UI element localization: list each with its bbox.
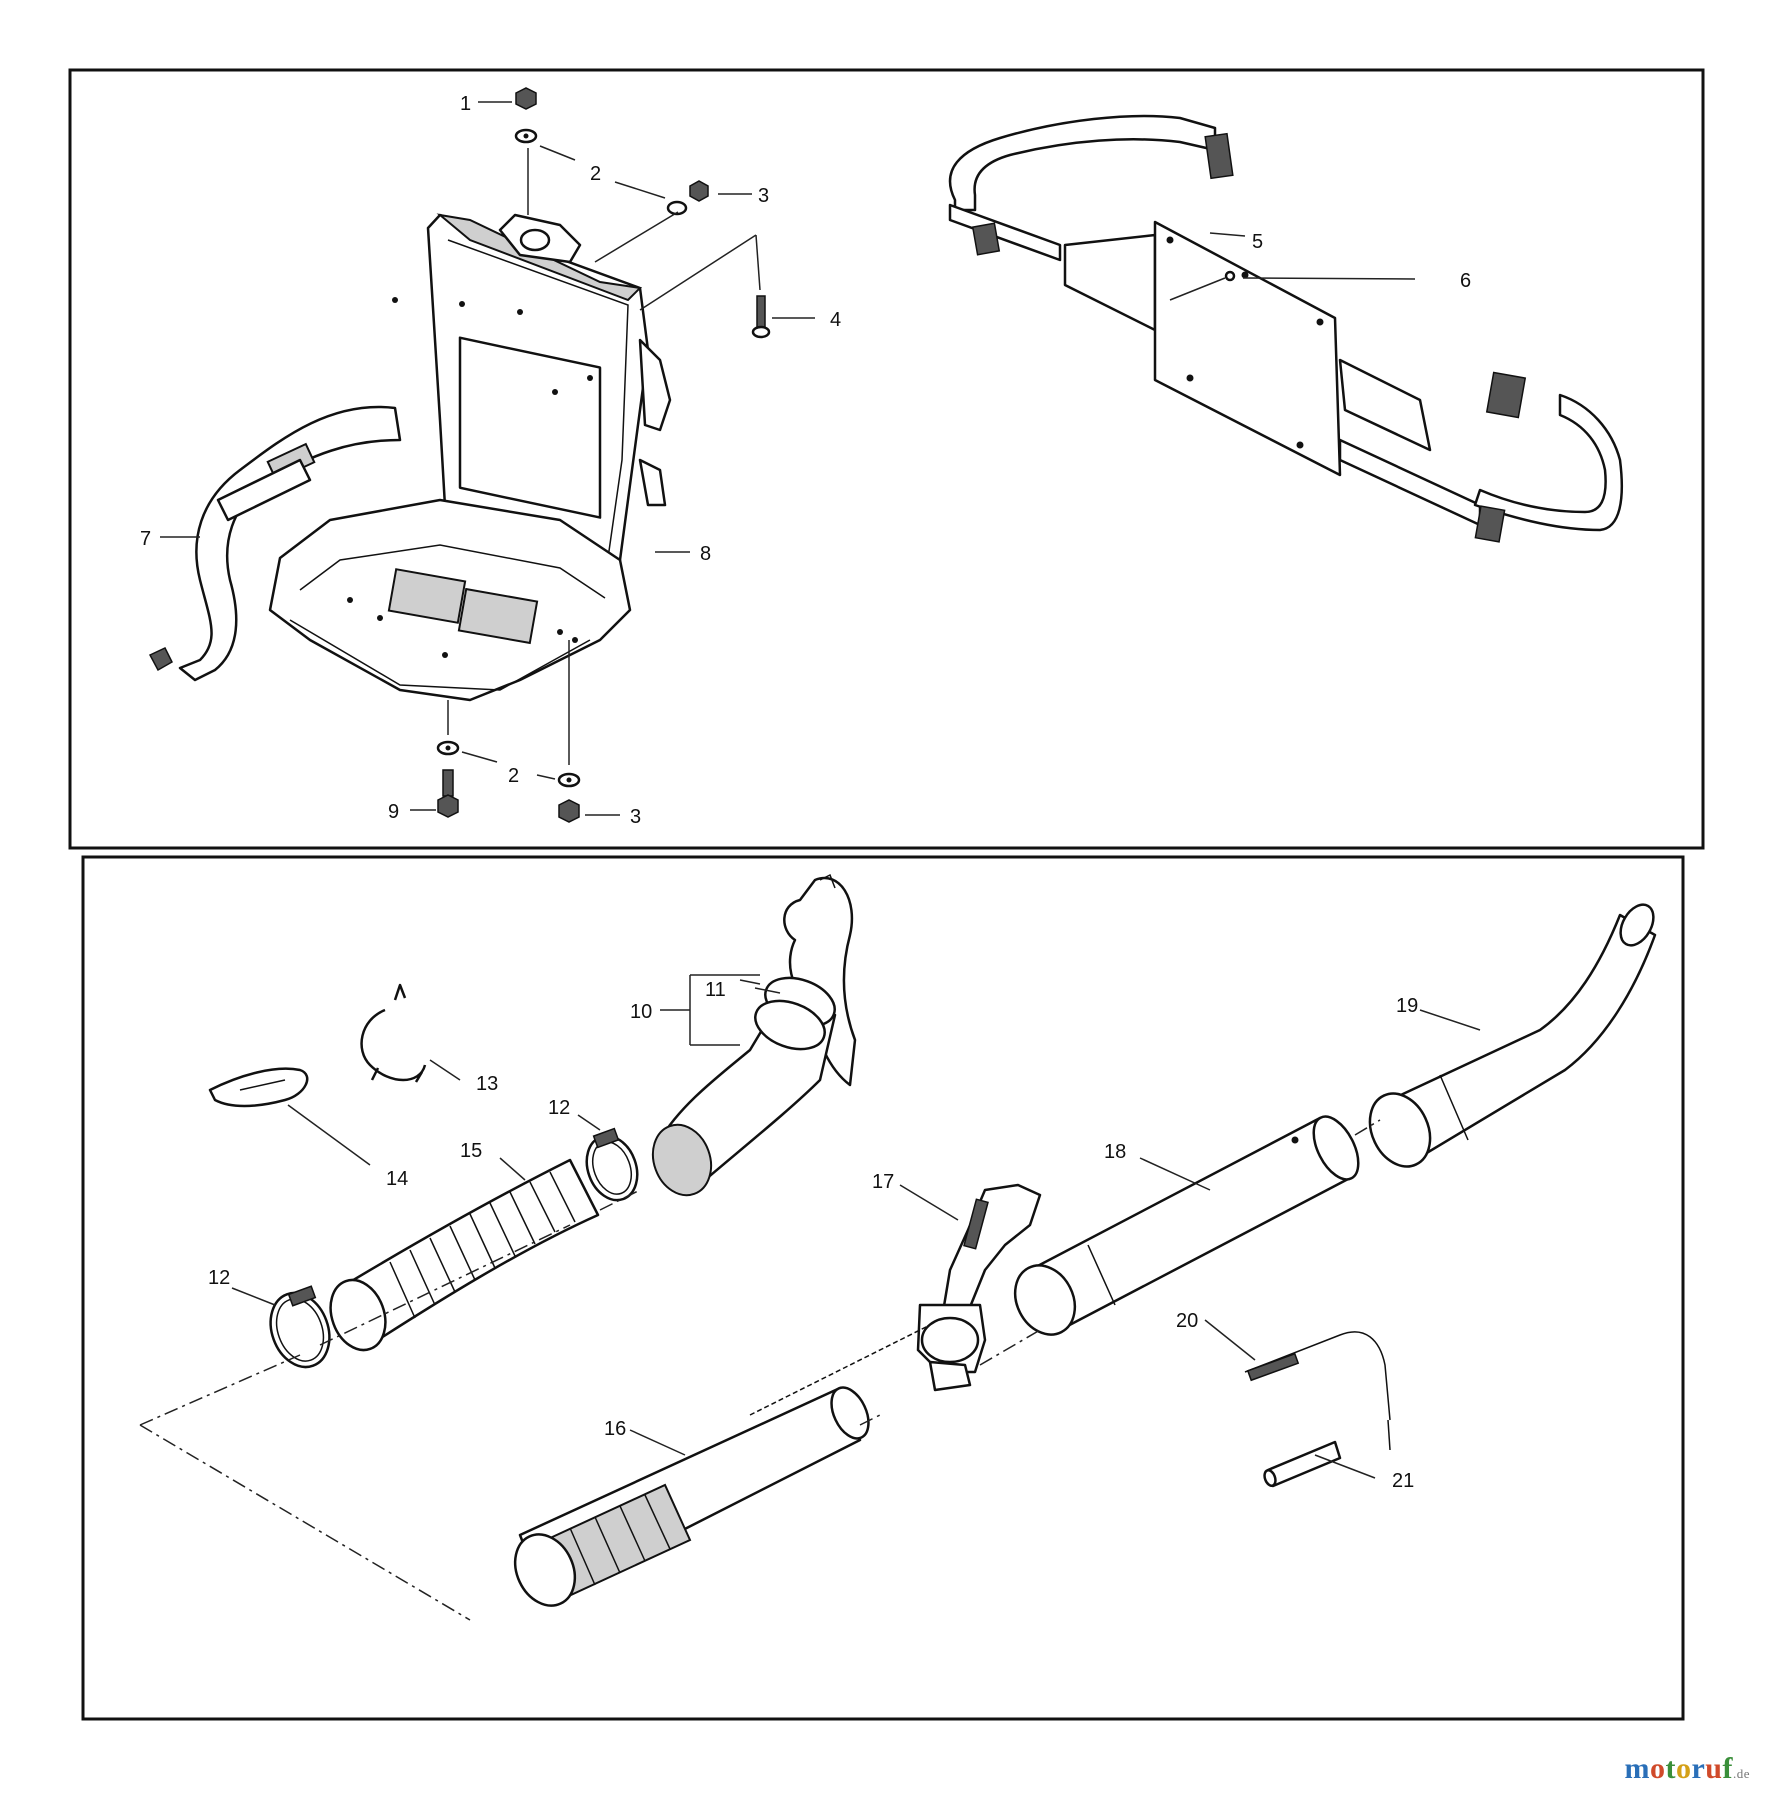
watermark-letter: f [1722,1752,1733,1785]
watermark-letter: u [1705,1752,1723,1785]
callout-15: 15 [460,1140,482,1162]
callout-5: 5 [1252,231,1263,253]
flex-hose [329,1158,600,1352]
callout-3: 3 [758,185,769,207]
elbow-pipe [651,974,837,1197]
callout-9: 9 [388,801,399,823]
callout-3-lower: 3 [630,806,641,828]
throttle-handle [916,1183,1042,1392]
shoulder-strap [148,405,402,682]
callout-8: 8 [700,543,711,565]
grip-pipe [513,1324,931,1607]
callout-2: 2 [590,163,601,185]
watermark-logo: motoruf.de [1624,1752,1750,1786]
nozzle-pipe [1368,903,1657,1168]
watermark-letter: r [1691,1752,1706,1785]
callout-16: 16 [604,1418,626,1440]
hardware-bottom [436,640,581,823]
hardware-top [514,87,771,339]
watermark-letter: m [1624,1752,1650,1785]
watermark-letter: t [1665,1752,1676,1785]
callout-13: 13 [476,1073,498,1095]
wire-band [360,983,427,1083]
callout-2-lower: 2 [508,765,519,787]
callout-19: 19 [1396,995,1418,1017]
callout-14: 14 [386,1168,408,1190]
bottom-leader-lines [231,979,1481,1479]
waist-belt [948,114,1624,543]
callout-21: 21 [1392,1470,1414,1492]
blower-housing [783,873,857,1087]
backpack-frame [268,213,672,702]
callout-12-upper: 12 [548,1097,570,1119]
callout-7: 7 [140,528,151,550]
top-panel [68,68,1705,850]
callout-10: 10 [630,1001,652,1023]
callout-17: 17 [872,1171,894,1193]
watermark-letter: o [1649,1752,1666,1785]
callout-18: 18 [1104,1141,1126,1163]
callout-11: 11 [705,979,726,1001]
tie-strap [208,1067,309,1108]
callout-12-lower: 12 [208,1267,230,1289]
straight-pipe [1013,1115,1360,1336]
throttle-cable [1244,1331,1391,1451]
callout-6: 6 [1460,270,1471,292]
watermark-letters: motoruf [1624,1752,1733,1785]
callout-20: 20 [1176,1310,1198,1332]
callout-1: 1 [460,93,471,115]
bottom-panel [81,855,1685,1721]
callout-4: 4 [830,309,841,331]
hose-clamp-upper [585,1127,639,1202]
cable-pin [1263,1440,1342,1488]
callout-labels: 1 2 3 4 5 6 7 8 2 9 3 10 11 12 12 13 14 … [140,93,1471,1492]
top-leader-lines [160,101,1416,816]
hose-clamp-lower [269,1285,331,1369]
watermark-letter: o [1675,1752,1692,1785]
watermark-suffix: .de [1732,1766,1750,1781]
